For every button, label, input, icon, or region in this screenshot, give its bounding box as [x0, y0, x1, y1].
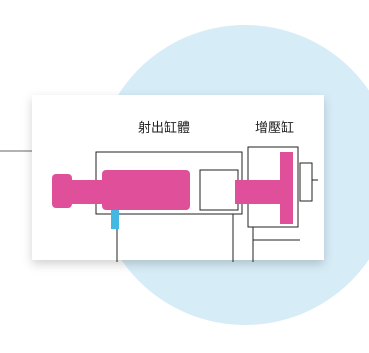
label-injection-cylinder: 射出缸體	[138, 120, 190, 136]
booster-piston	[235, 152, 293, 224]
label-booster-cylinder: 增壓缸	[255, 120, 294, 136]
injection-piston	[52, 170, 190, 210]
